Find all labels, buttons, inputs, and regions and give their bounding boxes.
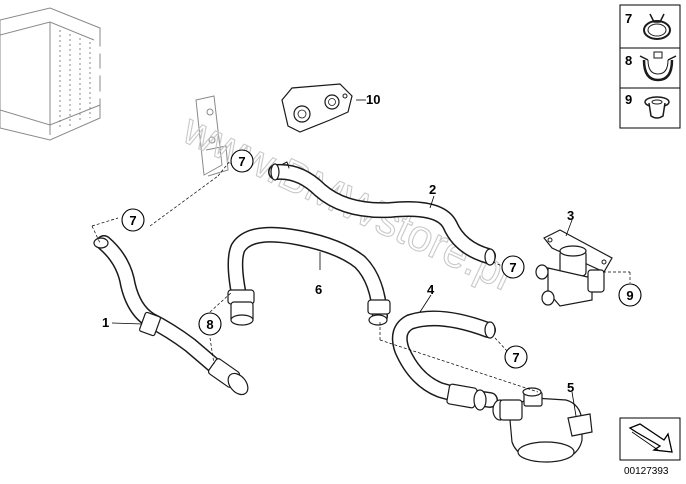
- part-1-hose[interactable]: [93, 235, 252, 398]
- side-item-7[interactable]: 7: [625, 11, 671, 40]
- side-label-7: 7: [625, 11, 632, 26]
- part-5-pump[interactable]: [492, 387, 593, 463]
- document-number: 00127393: [624, 466, 669, 477]
- hose-clamp-icon: [643, 13, 671, 40]
- side-label-9: 9: [625, 92, 632, 107]
- part-label-6: 6: [315, 282, 322, 297]
- bubble-7-left: 7: [129, 213, 136, 228]
- clip-clamp-icon: [639, 51, 677, 82]
- part-4-hose[interactable]: [391, 310, 498, 411]
- part-6-hose[interactable]: [227, 226, 391, 326]
- part-label-4: 4: [427, 282, 435, 297]
- part-label-3: 3: [567, 208, 574, 223]
- part-label-2: 2: [429, 182, 436, 197]
- orientation-arrow-icon: [619, 417, 681, 461]
- side-item-8[interactable]: 8: [625, 51, 677, 82]
- side-item-9[interactable]: 9: [625, 92, 670, 119]
- part-label-5: 5: [567, 380, 574, 395]
- ghost-heater-core: [0, 7, 229, 177]
- part-3-valve[interactable]: [535, 229, 613, 307]
- side-label-8: 8: [625, 53, 632, 68]
- bubble-7-upper: 7: [238, 154, 245, 169]
- reference-bubbles: 7 7 7 7 8 9: [121, 149, 642, 369]
- part-labels: 10 2 3 6 4 1 5: [102, 92, 574, 395]
- bubble-7-right: 7: [509, 260, 516, 275]
- part-label-10: 10: [366, 92, 380, 107]
- grommet-icon: [644, 96, 670, 119]
- part-label-1: 1: [102, 315, 109, 330]
- part-10-gasket[interactable]: [281, 83, 353, 133]
- bubble-8: 8: [206, 317, 213, 332]
- bubble-9: 9: [626, 288, 633, 303]
- part-2-hose[interactable]: [268, 161, 496, 266]
- side-panel: 7 8 9: [619, 4, 681, 129]
- leader-lines: [91, 99, 631, 417]
- bubble-7-lower: 7: [512, 350, 519, 365]
